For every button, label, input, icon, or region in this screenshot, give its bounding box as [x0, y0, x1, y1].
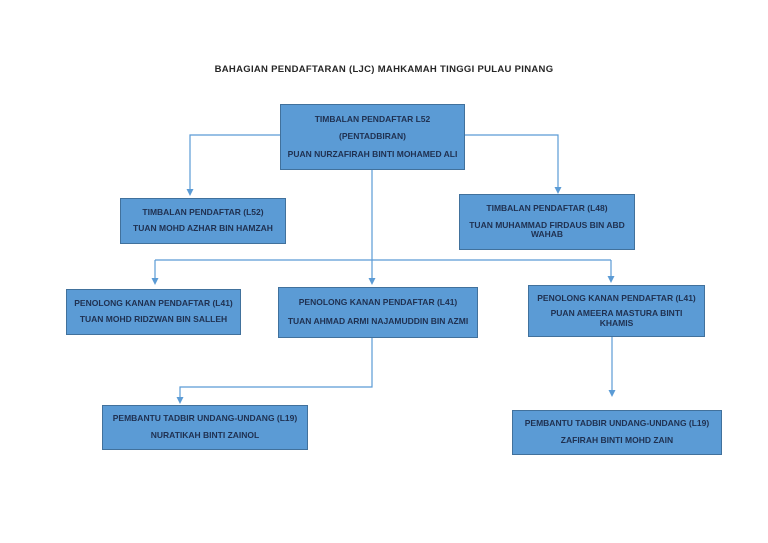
chart-title: BAHAGIAN PENDAFTARAN (LJC) MAHKAMAH TING…	[214, 64, 554, 75]
node-title: PENOLONG KANAN PENDAFTAR (L41)	[74, 297, 233, 308]
node-person: PUAN NURZAFIRAH BINTI MOHAMED ALI	[287, 148, 458, 159]
node-title: PEMBANTU TADBIR UNDANG-UNDANG (L19)	[524, 418, 710, 429]
arrowhead-left-deputy	[186, 189, 194, 196]
connector-top-to-right-deputy	[465, 134, 559, 187]
org-node-timbalan-pendaftar-pentadbiran: TIMBALAN PENDAFTAR L52 (PENTADBIRAN) PUA…	[280, 104, 465, 170]
node-person: TUAN MOHD AZHAR BIN HAMZAH	[133, 223, 273, 234]
node-title: TIMBALAN PENDAFTAR L52	[314, 113, 431, 124]
org-node-pembantu-tadbir-1: PEMBANTU TADBIR UNDANG-UNDANG (L19) NURA…	[102, 405, 308, 450]
node-title: PEMBANTU TADBIR UNDANG-UNDANG (L19)	[112, 413, 298, 424]
node-person: TUAN MUHAMMAD FIRDAUS BIN ABD WAHAB	[469, 219, 625, 240]
arrowhead-right-deputy	[554, 187, 562, 194]
arrowhead-left-clerk	[176, 397, 184, 404]
node-person: NURATIKAH BINTI ZAINOL	[150, 429, 260, 440]
node-title: PENOLONG KANAN PENDAFTAR (L41)	[537, 292, 696, 303]
arrowhead-mid-l41	[368, 278, 376, 285]
org-node-penolong-kanan-pendaftar-3: PENOLONG KANAN PENDAFTAR (L41) PUAN AMEE…	[528, 285, 705, 337]
node-title: PENOLONG KANAN PENDAFTAR (L41)	[298, 297, 458, 308]
org-node-timbalan-pendaftar-l48: TIMBALAN PENDAFTAR (L48) TUAN MUHAMMAD F…	[459, 194, 635, 250]
arrowhead-left-l41	[151, 278, 159, 285]
node-person: PUAN AMEERA MASTURA BINTI KHAMIS	[550, 307, 683, 328]
node-person: ZAFIRAH BINTI MOHD ZAIN	[560, 434, 674, 445]
org-node-pembantu-tadbir-2: PEMBANTU TADBIR UNDANG-UNDANG (L19) ZAFI…	[512, 410, 722, 455]
org-node-penolong-kanan-pendaftar-1: PENOLONG KANAN PENDAFTAR (L41) TUAN MOHD…	[66, 289, 241, 335]
node-person: TUAN MOHD RIDZWAN BIN SALLEH	[79, 314, 228, 325]
node-person: TUAN AHMAD ARMI NAJAMUDDIN BIN AZMI	[287, 315, 469, 326]
org-node-timbalan-pendaftar-l52: TIMBALAN PENDAFTAR (L52) TUAN MOHD AZHAR…	[120, 198, 286, 244]
connector-mid-l41-to-left-clerk	[179, 338, 373, 397]
connector-top-to-left-deputy	[189, 134, 280, 189]
node-title: TIMBALAN PENDAFTAR (L52)	[142, 206, 264, 217]
arrowhead-right-l41	[607, 276, 615, 283]
node-title: TIMBALAN PENDAFTAR (L48)	[486, 202, 608, 213]
node-subtitle: (PENTADBIRAN)	[339, 131, 406, 142]
arrowhead-right-clerk	[608, 390, 616, 397]
org-node-penolong-kanan-pendaftar-2: PENOLONG KANAN PENDAFTAR (L41) TUAN AHMA…	[278, 287, 478, 338]
